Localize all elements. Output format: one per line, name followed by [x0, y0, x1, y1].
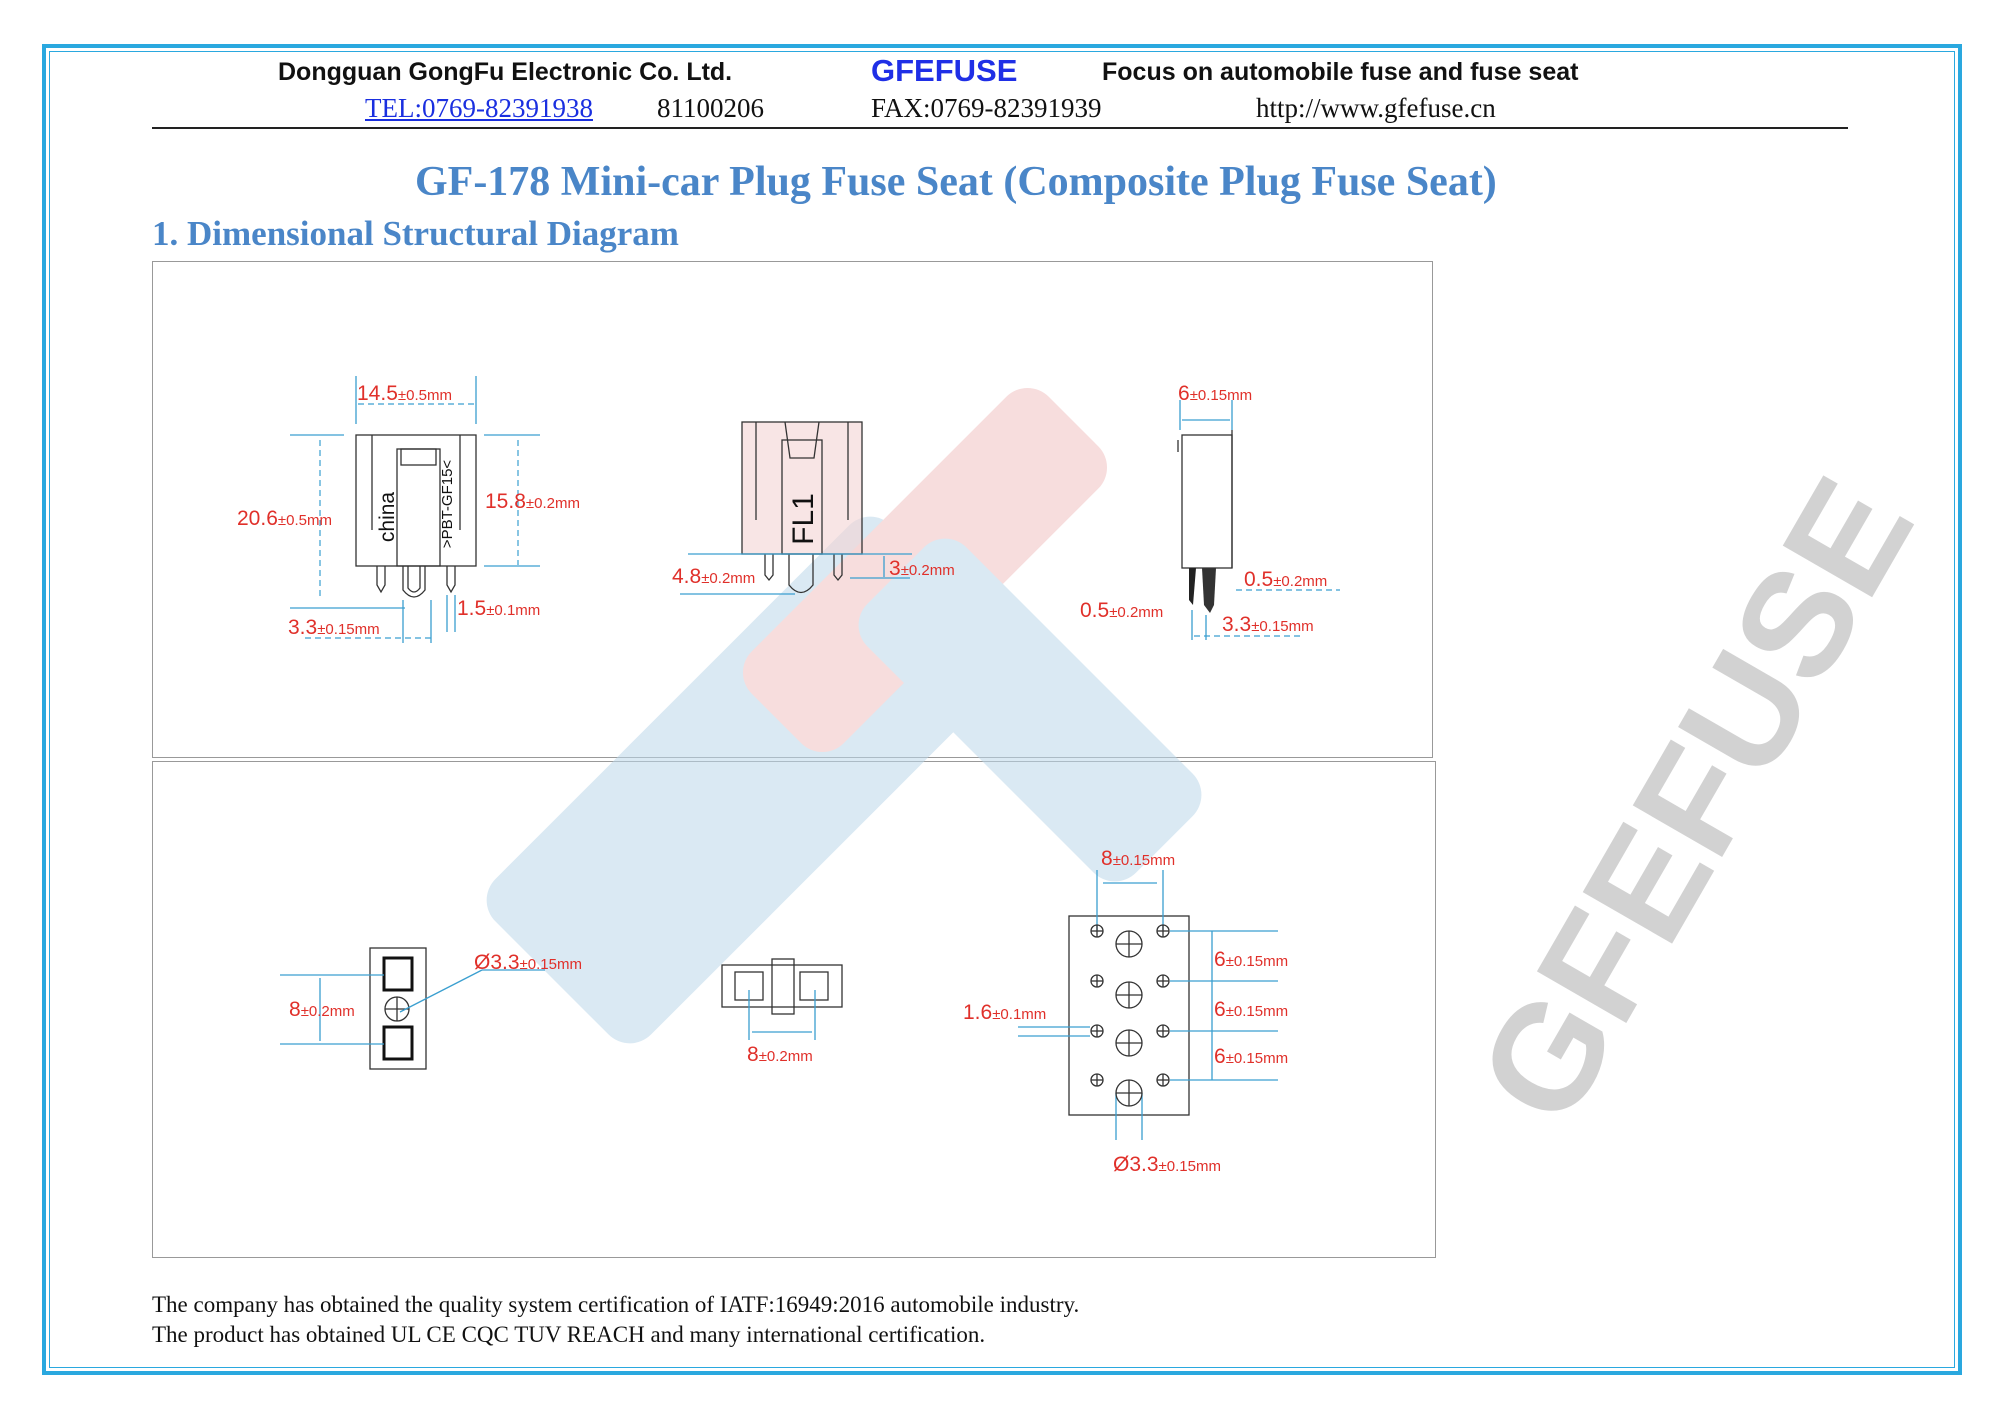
dimension-tolerance: ±0.15mm — [317, 621, 379, 638]
brand-logo-text: GFEFUSE — [871, 53, 1018, 88]
dimension-label: 20.6±0.5mm — [237, 507, 332, 530]
pin-hole-icon — [1090, 924, 1104, 938]
dimension-value: 15.8 — [485, 490, 526, 513]
dimension-value: 1.6 — [963, 1001, 992, 1024]
dimension-label: 6±0.15mm — [1214, 948, 1288, 971]
dimension-tolerance: ±0.15mm — [1226, 1003, 1288, 1020]
page-frame — [42, 44, 1962, 1375]
fuse-front-view: FL1 — [680, 421, 912, 595]
dimension-label: 8±0.2mm — [747, 1043, 813, 1066]
dimension-tolerance: ±0.15mm — [1251, 618, 1313, 635]
fax: FAX:0769-82391939 — [871, 93, 1102, 123]
top-view-socket — [280, 947, 545, 1070]
dimension-value: 6 — [1178, 382, 1190, 405]
pin-hole-icon — [1156, 1073, 1170, 1087]
company-name: Dongguan GongFu Electronic Co. Ltd. — [278, 58, 733, 86]
dimension-tolerance: ±0.2mm — [701, 570, 755, 587]
dimension-tolerance: ±0.2mm — [1109, 604, 1163, 621]
dimension-label: 6±0.15mm — [1214, 1045, 1288, 1068]
dimension-tolerance: ±0.2mm — [301, 1003, 355, 1020]
watermark-logo — [486, 387, 1202, 1044]
dimension-tolerance: ±0.2mm — [526, 495, 580, 512]
dimension-tolerance: ±0.5mm — [278, 512, 332, 529]
dimension-tolerance: ±0.1mm — [992, 1006, 1046, 1023]
dimension-label: 1.5±0.1mm — [457, 597, 540, 620]
dimension-value: 6 — [1214, 948, 1226, 971]
dimension-label: 6±0.15mm — [1178, 382, 1252, 405]
dimension-label: 3±0.2mm — [889, 557, 955, 580]
fuse-hole-icon — [1115, 1029, 1143, 1057]
dimension-value: 8 — [1101, 847, 1113, 870]
dimension-value: 0.5 — [1244, 568, 1273, 591]
dimension-value: Ø3.3 — [474, 951, 520, 974]
dimension-tolerance: ±0.2mm — [1273, 573, 1327, 590]
dimension-tolerance: ±0.5mm — [398, 387, 452, 404]
certification-note-1: The company has obtained the quality sys… — [152, 1292, 1080, 1317]
dimension-labels: 14.5±0.5mm20.6±0.5mm15.8±0.2mm1.5±0.1mm3… — [237, 382, 1327, 1176]
dimension-value: 8 — [289, 998, 301, 1021]
fuse-hole-icon — [1115, 930, 1143, 958]
dimension-tolerance: ±0.15mm — [1190, 387, 1252, 404]
dimension-label: 8±0.2mm — [289, 998, 355, 1021]
certification-note-2: The product has obtained UL CE CQC TUV R… — [152, 1322, 986, 1347]
mark-china: china — [376, 492, 399, 543]
website: http://www.gfefuse.cn — [1256, 93, 1496, 123]
pin-hole-icon — [1090, 974, 1104, 988]
dimension-value: 14.5 — [357, 382, 398, 405]
fuse-hole-icon — [1115, 1079, 1143, 1107]
dimension-value: 3 — [889, 557, 901, 580]
mark-material: >PBT-GF15< — [439, 460, 456, 549]
tel-secondary: 81100206 — [657, 93, 764, 123]
dimension-label: Ø3.3±0.15mm — [474, 951, 582, 974]
header-divider — [152, 127, 1848, 129]
dimension-tolerance: ±0.1mm — [486, 602, 540, 619]
dimension-label: 14.5±0.5mm — [357, 382, 452, 405]
side-view — [1177, 400, 1340, 640]
pin-hole-icon — [1090, 1073, 1104, 1087]
section-heading: 1. Dimensional Structural Diagram — [152, 214, 679, 253]
fuse-mark: FL1 — [787, 493, 820, 545]
dimension-label: 0.5±0.2mm — [1244, 568, 1327, 591]
dimension-label: 1.6±0.1mm — [963, 1001, 1046, 1024]
dimension-tolerance: ±0.2mm — [759, 1048, 813, 1065]
dimension-label: 6±0.15mm — [1214, 998, 1288, 1021]
page-title: GF-178 Mini-car Plug Fuse Seat (Composit… — [415, 159, 1497, 205]
fuse-hole-icon — [1115, 981, 1143, 1009]
dimension-tolerance: ±0.15mm — [520, 956, 582, 973]
dimension-tolerance: ±0.2mm — [901, 562, 955, 579]
dimension-tolerance: ±0.15mm — [1159, 1158, 1221, 1175]
dimension-value: 3.3 — [1222, 613, 1251, 636]
dimension-label: 4.8±0.2mm — [672, 565, 755, 588]
dimension-value: 6 — [1214, 998, 1226, 1021]
dimension-label: 3.3±0.15mm — [288, 616, 380, 639]
dimension-value: 4.8 — [672, 565, 701, 588]
slogan: Focus on automobile fuse and fuse seat — [1102, 58, 1579, 86]
dimension-value: Ø3.3 — [1113, 1153, 1159, 1176]
front-view: china >PBT-GF15< — [290, 376, 540, 643]
dimension-label: Ø3.3±0.15mm — [1113, 1153, 1221, 1176]
dimension-tolerance: ±0.15mm — [1113, 852, 1175, 869]
dimension-tolerance: ±0.15mm — [1226, 1050, 1288, 1067]
dimension-label: 0.5±0.2mm — [1080, 599, 1163, 622]
pin-hole-icon — [1156, 1024, 1170, 1038]
dimension-value: 6 — [1214, 1045, 1226, 1068]
pin-hole-icon — [1156, 924, 1170, 938]
pin-hole-icon — [1090, 1024, 1104, 1038]
dimension-tolerance: ±0.15mm — [1226, 953, 1288, 970]
tel-link[interactable]: TEL:0769-82391938 — [365, 93, 593, 123]
dimension-label: 8±0.15mm — [1101, 847, 1175, 870]
dimension-value: 20.6 — [237, 507, 278, 530]
pcb-layout-view — [1018, 870, 1278, 1140]
dimension-value: 8 — [747, 1043, 759, 1066]
dimension-label: 15.8±0.2mm — [485, 490, 580, 513]
dimension-value: 0.5 — [1080, 599, 1109, 622]
pin-hole-icon — [1156, 974, 1170, 988]
watermark-text: GFEFUSE — [1445, 451, 1945, 1148]
dimension-label: 3.3±0.15mm — [1222, 613, 1314, 636]
dimension-value: 3.3 — [288, 616, 317, 639]
dimension-value: 1.5 — [457, 597, 486, 620]
bottom-view-socket — [721, 958, 843, 1040]
